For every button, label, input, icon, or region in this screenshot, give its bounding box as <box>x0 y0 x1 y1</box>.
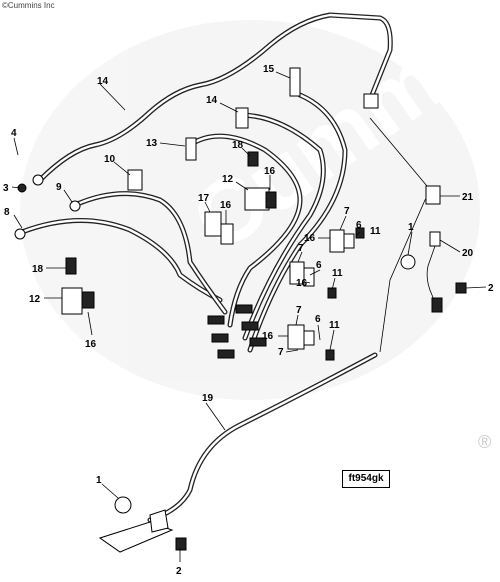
lower-bracket <box>98 509 174 553</box>
injector-lines <box>19 92 348 353</box>
callout-21: 21 <box>462 192 474 203</box>
callout-18-upper: 18 <box>232 140 244 151</box>
leader-lines <box>11 71 487 562</box>
callout-20: 20 <box>462 248 474 259</box>
callout-2-lower: 2 <box>176 566 182 577</box>
callout-14: 14 <box>206 95 218 106</box>
fitting-21 <box>425 185 441 205</box>
callout-11-a: 11 <box>370 226 381 237</box>
callout-7-d: 7 <box>278 347 284 358</box>
callout-13: 13 <box>146 138 158 149</box>
callout-1-lower: 1 <box>96 475 102 486</box>
clamp-lower <box>287 324 315 350</box>
callout-6-c: 6 <box>315 314 321 325</box>
line-fitting <box>363 93 379 109</box>
clamp-17 <box>204 211 234 245</box>
drain-line <box>369 117 433 353</box>
bracket-10 <box>127 169 143 191</box>
figure-id-box: ft954gk <box>342 470 390 488</box>
callout-16-f: 16 <box>262 331 274 342</box>
callout-16-c: 16 <box>85 339 97 350</box>
grommet-1-upper <box>400 254 416 270</box>
callout-16-e: 16 <box>296 278 308 289</box>
fitting-13 <box>185 137 197 161</box>
clamp-middle <box>289 261 315 287</box>
callout-4: 4 <box>11 128 17 139</box>
callout-10: 10 <box>104 154 116 165</box>
callout-2-right: 2 <box>488 283 494 294</box>
return-line-19 <box>147 352 378 523</box>
callout-16-a: 16 <box>264 166 276 177</box>
callout-19: 19 <box>202 393 214 404</box>
callout-7-c: 7 <box>296 305 302 316</box>
callout-5: 14 <box>97 76 109 87</box>
clamp-12-lower <box>61 287 95 315</box>
clamp-12-upper <box>244 187 277 211</box>
clamp-right-upper <box>329 229 355 253</box>
callout-8: 8 <box>4 207 10 218</box>
callout-7-b: 7 <box>298 243 304 254</box>
copyright-notice: ©Cummins Inc <box>2 1 55 10</box>
callout-6-b: 6 <box>316 260 322 271</box>
fasteners <box>14 151 467 551</box>
fuel-line-5 <box>37 12 393 183</box>
callout-18-lower: 18 <box>32 264 44 275</box>
grommet-1-lower <box>114 496 132 514</box>
callout-11-c: 11 <box>329 320 340 331</box>
injector-nozzles <box>207 304 267 359</box>
callout-6-a: 6 <box>356 220 362 231</box>
callout-12-lower: 12 <box>29 294 41 305</box>
registered-mark: ® <box>478 432 491 452</box>
callout-16-d: 16 <box>304 233 316 244</box>
callout-7-a: 7 <box>344 206 350 217</box>
callout-12-upper: 12 <box>222 174 234 185</box>
callout-9: 9 <box>56 182 62 193</box>
callout-16-b: 16 <box>220 200 232 211</box>
bracket-15 <box>289 67 301 97</box>
callout-17: 17 <box>198 193 210 204</box>
callout-11-b: 11 <box>332 268 343 279</box>
callout-3: 3 <box>3 183 9 194</box>
callout-15: 15 <box>263 64 275 75</box>
callout-labels: 14 4 3 8 9 10 13 14 15 18 12 16 17 16 18… <box>3 64 494 577</box>
line-20 <box>426 231 443 313</box>
bracket-14 <box>235 107 249 129</box>
callout-1-upper: 1 <box>408 222 414 233</box>
